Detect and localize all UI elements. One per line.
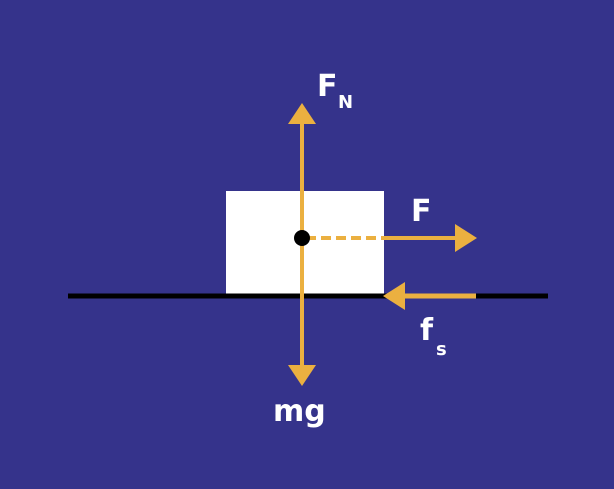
- applied-force-label: F: [411, 194, 432, 229]
- friction-label: f: [420, 313, 434, 348]
- normal-force-subscript: N: [338, 92, 353, 113]
- friction-arrow: [383, 282, 476, 310]
- applied-force-arrow: [306, 224, 477, 252]
- normal-force-label: F: [317, 69, 338, 104]
- weight-label: mg: [273, 394, 326, 429]
- weight-arrow: [288, 238, 316, 386]
- center-of-mass-dot: [294, 230, 310, 246]
- normal-force-arrow: [288, 103, 316, 238]
- friction-subscript: s: [436, 339, 447, 360]
